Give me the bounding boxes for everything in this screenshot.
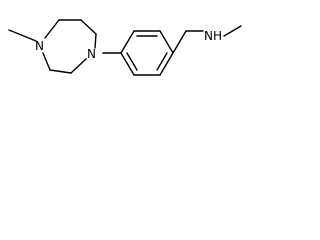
- bond-double-ar4-ar5: [156, 52, 168, 71]
- bond-c4-n5: [94, 33, 97, 49]
- bond-ar1-ar2: [120, 30, 135, 54]
- benzene-ring: [120, 30, 174, 76]
- bond-nh-methyl: [223, 25, 242, 37]
- bond-c7-n1: [42, 52, 51, 71]
- bond-c3-c4: [80, 19, 97, 35]
- diazepane-ring: [42, 19, 97, 74]
- bond-ar6-ar1: [120, 52, 135, 76]
- atom-label-amine-nh: NH: [204, 29, 222, 43]
- bond-n5-c6: [70, 58, 87, 74]
- atom-label-ring-n-aryl: N: [87, 47, 96, 61]
- bond-n1-c2: [44, 19, 60, 39]
- chemical-structure: N N NH: [8, 19, 242, 76]
- bond-ar3-ar4: [159, 30, 174, 54]
- bond-ar4-ar5: [159, 52, 174, 76]
- bond-double-ar6-ar1: [126, 52, 138, 71]
- bond-c6-c7: [49, 69, 72, 74]
- bond-methyl-n1: [8, 29, 37, 42]
- bond-ar4-ch2: [172, 30, 187, 54]
- atom-label-ring-n-methyl: N: [35, 39, 44, 53]
